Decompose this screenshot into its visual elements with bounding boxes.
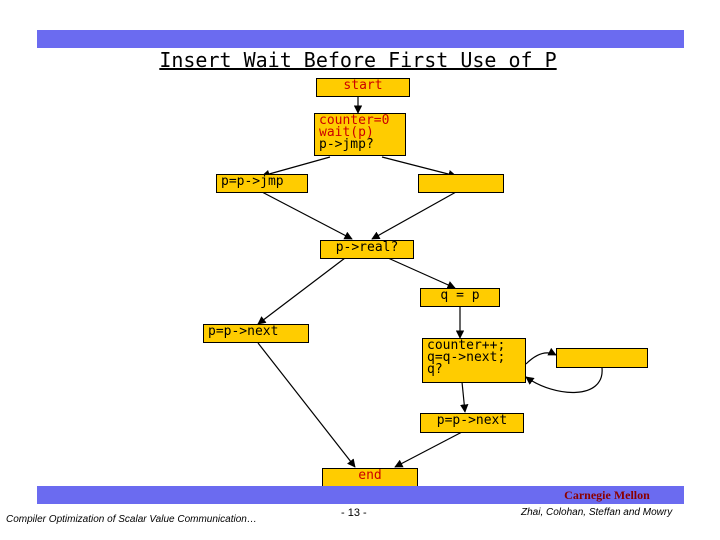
node-init-line2: wait(p) — [319, 125, 374, 140]
footer-page-number: - 13 - — [341, 507, 367, 519]
node-next2-label: p=p->next — [436, 413, 508, 428]
node-jmp-label: p=p->jmp — [221, 174, 284, 189]
node-real: p->real? — [320, 240, 414, 259]
node-empty2 — [556, 348, 648, 368]
node-init-line1: counter=0 — [319, 113, 390, 128]
node-loop-line2: q=q->next; — [427, 350, 506, 365]
node-jmp: p=p->jmp — [216, 174, 308, 193]
node-real-label: p->real? — [335, 240, 399, 255]
edge-real-qp — [387, 257, 456, 289]
slide-title: Insert Wait Before First Use of P — [159, 48, 557, 72]
node-end: end — [322, 468, 418, 487]
node-empty1 — [418, 174, 504, 193]
carnegie-mellon-logo: Carnegie Mellon — [564, 488, 650, 502]
footer-course: Compiler Optimization of Scalar Value Co… — [6, 514, 257, 525]
node-qp: q = p — [420, 288, 500, 307]
node-end-label: end — [358, 468, 382, 483]
edge-next1-end — [257, 342, 356, 468]
top-banner — [37, 30, 684, 48]
node-loop-line3: q? — [427, 362, 443, 377]
node-qp-label: q = p — [440, 288, 480, 303]
edge-loop-empty2 — [525, 347, 557, 365]
bottom-banner — [37, 486, 684, 504]
node-next1: p=p->next — [203, 324, 309, 343]
node-next1-label: p=p->next — [208, 324, 279, 339]
node-start: start — [316, 78, 410, 97]
node-next2: p=p->next — [420, 413, 524, 433]
edge-init-empty1 — [381, 156, 457, 179]
node-loop-line1: counter++; — [427, 338, 506, 353]
edge-jmp-real — [261, 191, 353, 240]
edge-next2-end — [394, 431, 463, 468]
edge-empty1-real — [371, 191, 457, 240]
edge-init-jmp — [261, 156, 331, 179]
node-init-line3: p->jmp? — [319, 137, 374, 152]
node-start-label: start — [343, 78, 383, 93]
edge-loop-next2 — [460, 381, 469, 413]
node-loop: counter++; q=q->next; q? — [422, 338, 526, 383]
footer-authors: Zhai, Colohan, Steffan and Mowry — [521, 507, 673, 518]
node-init: counter=0 wait(p) p->jmp? — [314, 113, 406, 156]
edge-real-next1 — [257, 257, 346, 325]
edge-empty2-loop — [525, 367, 603, 394]
